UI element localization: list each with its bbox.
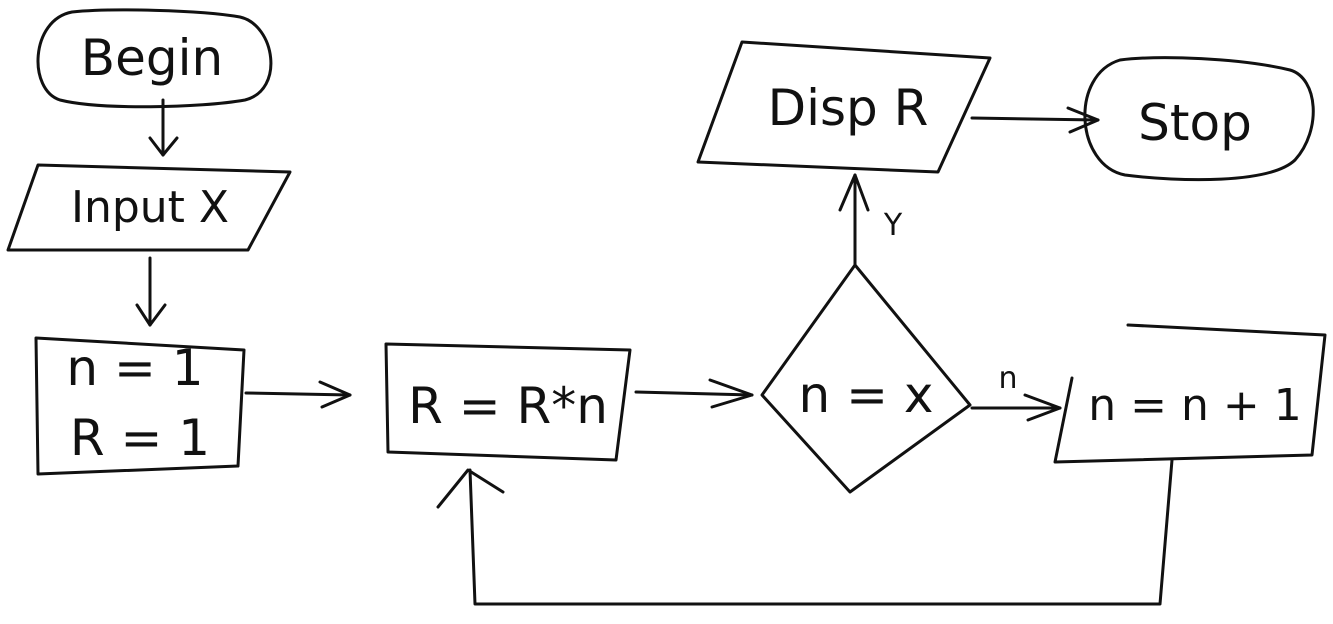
init-label-line2: R = 1 xyxy=(70,409,210,467)
increment-shape xyxy=(1053,323,1327,464)
stop-shape xyxy=(1083,56,1315,182)
process-node: R = R*n xyxy=(384,342,632,462)
begin-shape xyxy=(36,8,273,109)
stop-node: Stop xyxy=(1083,56,1315,182)
display-node: Disp R xyxy=(696,40,992,174)
process-shape xyxy=(384,342,632,462)
increment-node: n = n + 1 xyxy=(1053,323,1327,464)
init-shape xyxy=(34,336,246,476)
input-label: Input X xyxy=(71,182,229,233)
arrow-begin-to-input xyxy=(148,98,179,157)
begin-node: Begin xyxy=(36,8,273,109)
no-label: n xyxy=(998,361,1017,396)
init-node: n = 1 R = 1 xyxy=(34,336,246,476)
decision-shape xyxy=(760,263,972,494)
display-shape xyxy=(696,40,992,174)
input-node: Input X xyxy=(6,163,292,252)
increment-label: n = n + 1 xyxy=(1088,380,1301,431)
decision-label: n = x xyxy=(799,366,934,424)
arrow-input-to-init xyxy=(135,256,167,327)
input-shape xyxy=(6,163,292,252)
arrow-decision-to-increment: n xyxy=(970,361,1062,422)
arrow-display-to-stop xyxy=(970,106,1100,134)
begin-label: Begin xyxy=(81,29,223,87)
arrow-init-to-process xyxy=(244,380,352,409)
init-label-line1: n = 1 xyxy=(66,339,203,397)
stop-label: Stop xyxy=(1138,94,1252,152)
yes-label: Y xyxy=(883,208,903,243)
process-label: R = R*n xyxy=(408,377,608,435)
decision-node: n = x xyxy=(760,263,972,494)
arrow-decision-to-display: Y xyxy=(838,173,903,267)
display-label: Disp R xyxy=(768,79,929,137)
arrow-process-to-decision xyxy=(634,378,754,409)
arrow-loop-back xyxy=(436,458,1174,606)
